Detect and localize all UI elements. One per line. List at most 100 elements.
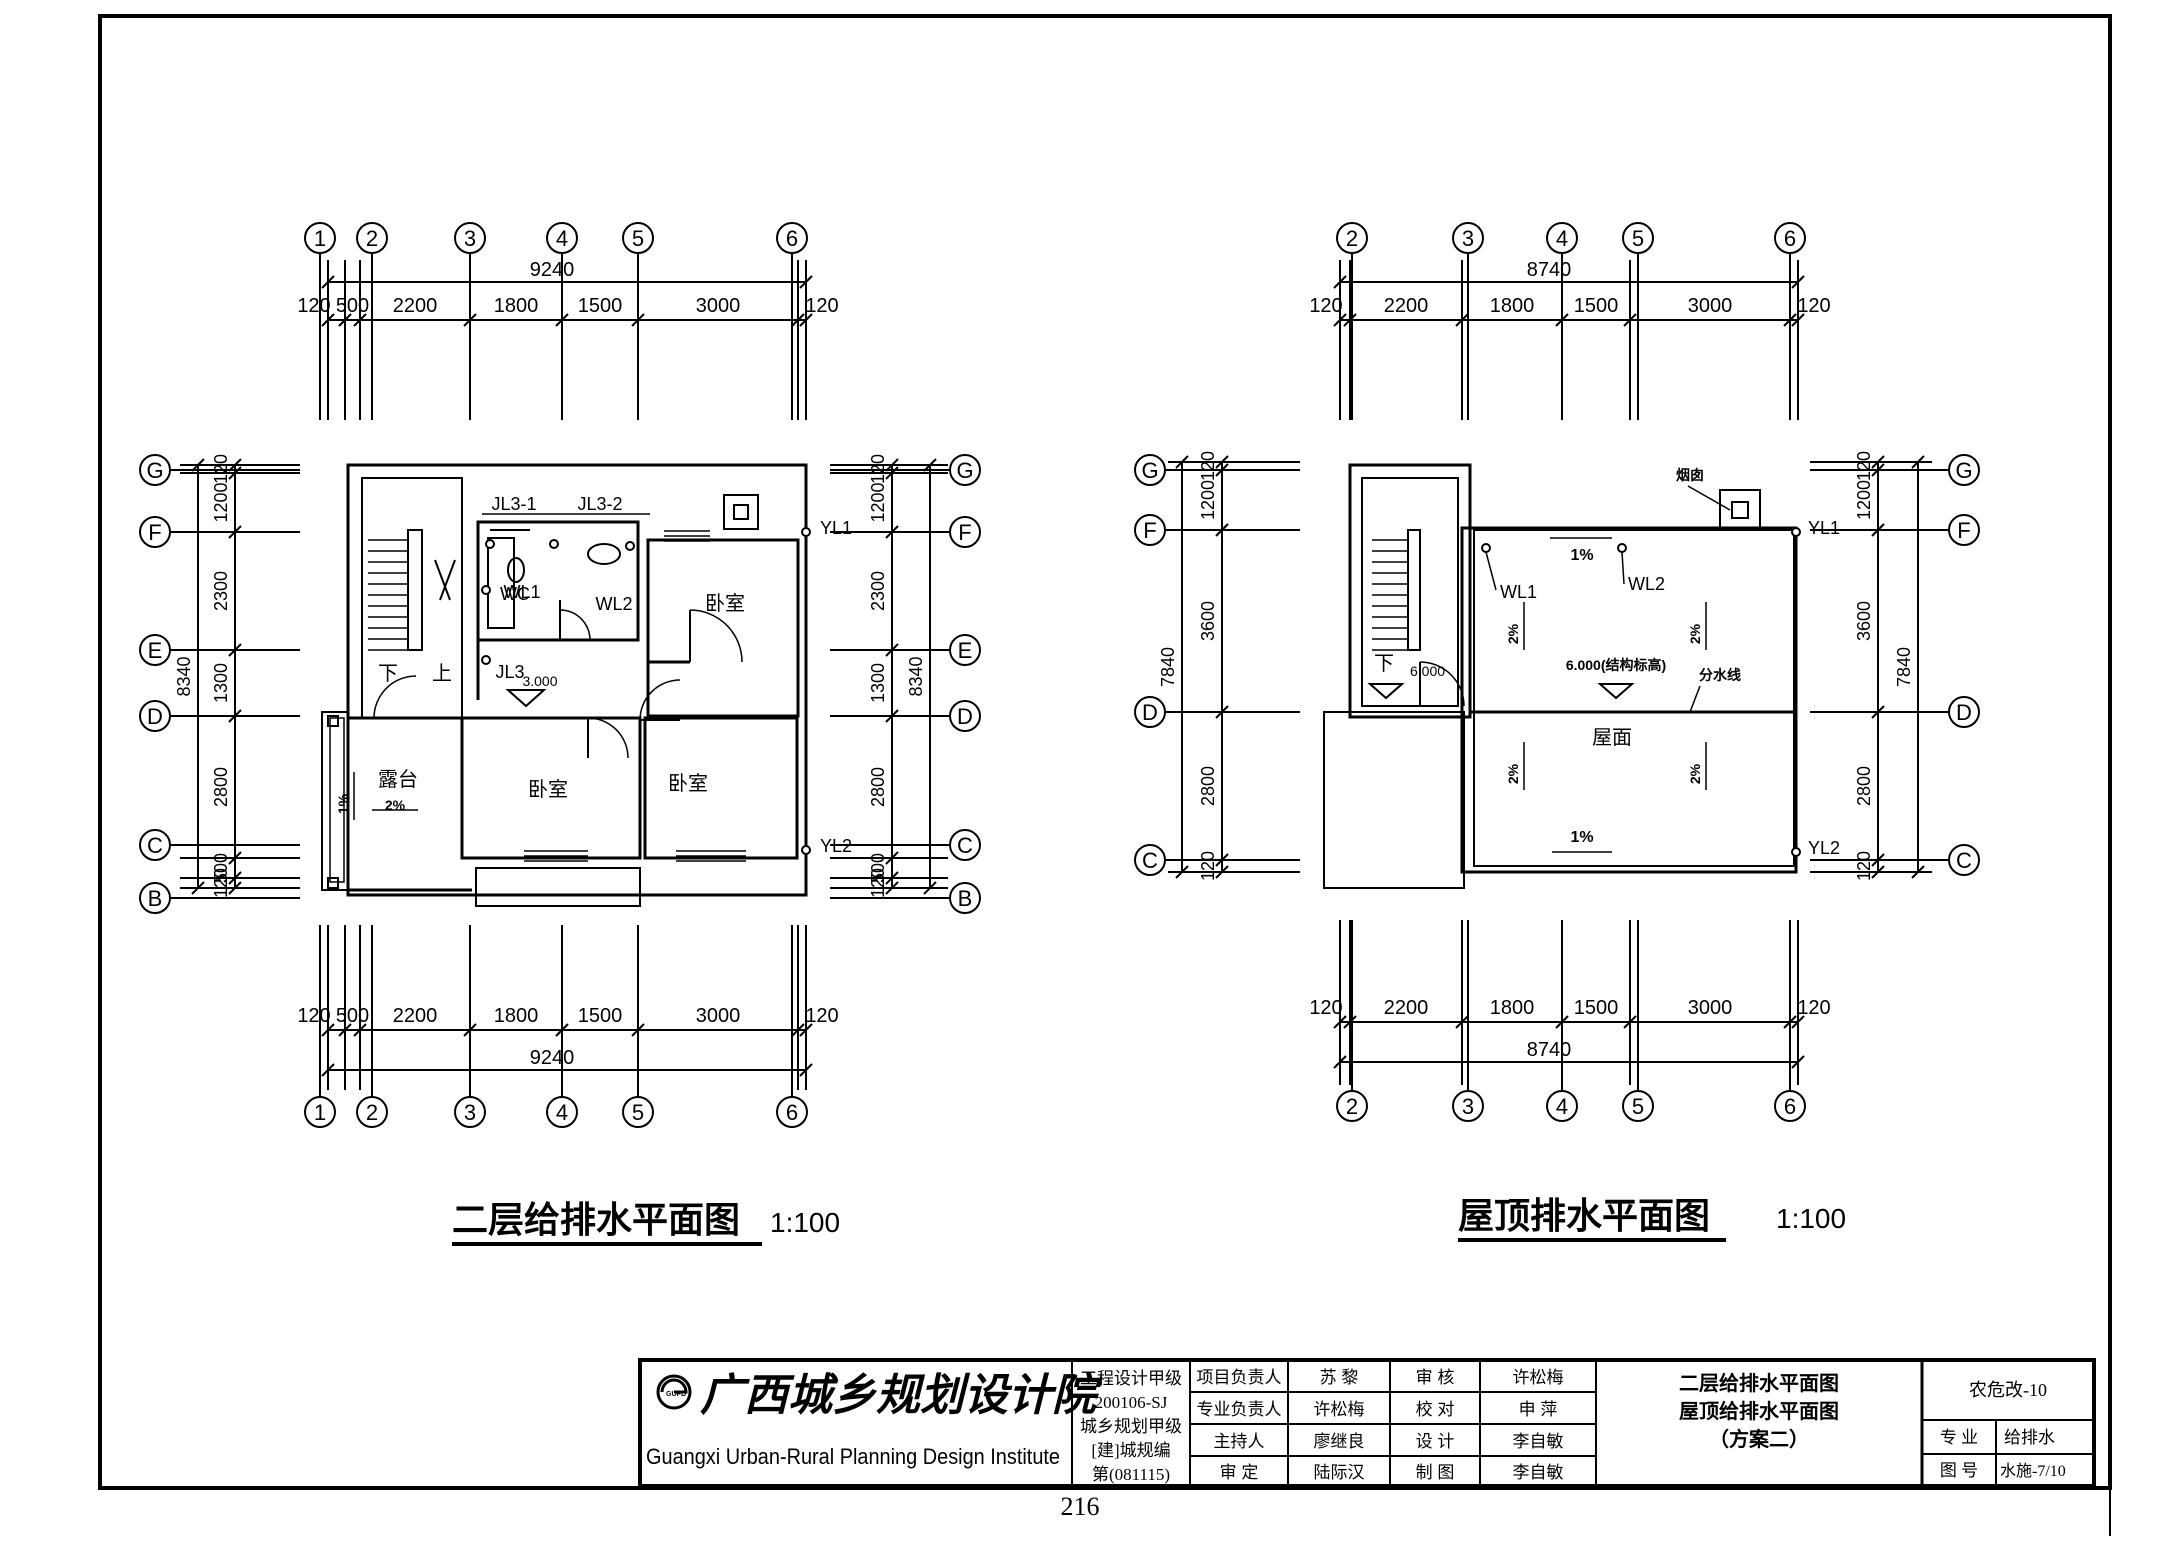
basin-icon xyxy=(587,543,621,565)
dimension-tick xyxy=(338,1023,352,1037)
wl1-pipe-icon xyxy=(481,585,491,595)
roof-slope-ne-label: 2% xyxy=(1687,623,1703,644)
svg-text:工程设计甲级: 工程设计甲级 xyxy=(1080,1369,1182,1388)
elevation-label: 3.000 xyxy=(522,673,557,689)
roof-slope-nw-label: 2% xyxy=(1505,623,1521,644)
terrace-slope: 2% xyxy=(385,797,406,813)
row-axis-G-left-label: G xyxy=(146,458,163,483)
pipe-jl3-1-label: JL3-1 xyxy=(491,494,536,514)
dimension-tick xyxy=(1333,313,1347,327)
row-dim-text: 500 xyxy=(868,853,888,883)
dimension-tick xyxy=(353,1023,367,1037)
wc-label: WC xyxy=(500,584,530,604)
dimension-tick xyxy=(1911,455,1925,469)
svg-text:许松梅: 许松梅 xyxy=(1513,1368,1564,1387)
room-bedroom-3: 卧室 xyxy=(668,772,708,795)
roof-wl2-label: WL2 xyxy=(1628,574,1665,594)
stair-tower-inner xyxy=(1361,477,1459,707)
dimension-tick xyxy=(1333,275,1347,289)
row-dim-text: 2800 xyxy=(1198,766,1218,806)
row-axis-F-left-label: F xyxy=(1143,518,1156,543)
signature-table: 项目负责人 苏 黎 审 核 许松梅 专业负责人 许松梅 校 对 申 萍 主持人 … xyxy=(1197,1368,1564,1482)
row-dim-text: 2800 xyxy=(211,767,231,807)
col-axis-5-bottom-label: 5 xyxy=(632,1100,644,1125)
svg-text:李自敏: 李自敏 xyxy=(1513,1463,1564,1482)
jl3-1-pipe-icon xyxy=(485,539,495,549)
col-axis-5-top-label: 5 xyxy=(1632,226,1644,251)
row-dim-text: 1300 xyxy=(868,663,888,703)
row-axis-G-left-label: G xyxy=(1141,458,1158,483)
lower-roof xyxy=(1323,711,1465,889)
yl2-pipe-icon xyxy=(801,845,811,855)
plan-title-right: 屋顶排水平面图 xyxy=(1458,1195,1710,1236)
stair-up-label: 上 xyxy=(432,662,452,685)
roof-stair-rail xyxy=(1407,529,1421,651)
col-dim-text: 1800 xyxy=(494,295,539,317)
col-dim-text: 1500 xyxy=(578,1005,623,1027)
roof-slope-se-label: 2% xyxy=(1687,763,1703,784)
col-axis-5-top-label: 5 xyxy=(632,226,644,251)
bedroom-ne xyxy=(646,538,800,718)
row-dim-text: 120 xyxy=(1854,851,1874,881)
stair-tower-wall xyxy=(1348,463,1472,719)
dimension-tick xyxy=(1791,313,1805,327)
dimension-tick xyxy=(1343,1015,1357,1029)
chimney-label: 烟囱 xyxy=(1676,467,1704,483)
row-total-text: 8340 xyxy=(174,656,194,696)
dimension-tick xyxy=(228,871,242,885)
outer-wall xyxy=(346,463,808,897)
row-dim-text: 2300 xyxy=(211,571,231,611)
row-axis-B-right-label: B xyxy=(958,886,973,911)
row-axis-F-right-label: F xyxy=(1957,518,1970,543)
number-value: 水施-7/10 xyxy=(2000,1462,2066,1480)
room-roof: 屋面 xyxy=(1592,727,1632,749)
row-axis-C-left-label: C xyxy=(1142,848,1158,873)
col-total-text: 8740 xyxy=(1527,259,1572,281)
col-dim-text: 120 xyxy=(805,1005,838,1027)
svg-text:第(081115): 第(081115) xyxy=(1092,1465,1170,1484)
col-dim-text: 1800 xyxy=(1490,295,1535,317)
toilet-icon xyxy=(507,557,525,583)
svg-text:李自敏: 李自敏 xyxy=(1513,1432,1564,1451)
dimension-tick xyxy=(338,313,352,327)
col-dim-text: 3000 xyxy=(1688,997,1733,1019)
row-axis-C-right-label: C xyxy=(1956,848,1972,873)
roof-wl2-pipe-icon xyxy=(1617,543,1627,553)
col-dim-text: 3000 xyxy=(696,295,741,317)
col-axis-5-bottom-label: 5 xyxy=(1632,1094,1644,1119)
wl2-leader xyxy=(1621,551,1625,585)
svg-text:许松梅: 许松梅 xyxy=(1314,1400,1365,1419)
dimension-tick xyxy=(1333,1015,1347,1029)
dimension-tick xyxy=(321,275,335,289)
row-dim-text: 2300 xyxy=(868,571,888,611)
pipe-wl1-label: WL1 xyxy=(503,582,540,602)
chimney-flue xyxy=(733,504,749,520)
sheet-border xyxy=(98,14,2112,1490)
institute-name-cn: 广西城乡规划设计院 xyxy=(700,1371,1103,1420)
col-total-text: 8740 xyxy=(1527,1039,1572,1061)
elevation-marker-icon xyxy=(505,689,547,708)
dimension-tick xyxy=(321,1023,335,1037)
pipe-jl3-label: JL3 xyxy=(495,662,524,682)
dimension-tick xyxy=(1175,865,1189,879)
row-dim-text: 120 xyxy=(1198,451,1218,481)
chimney-leader xyxy=(1687,485,1731,511)
plan-title-left: 二层给排水平面图 xyxy=(452,1199,740,1240)
logo-text: GUPD xyxy=(666,1391,686,1398)
roof-yl1-pipe-icon xyxy=(1791,527,1801,537)
dimension-tick xyxy=(1215,455,1229,469)
row-dim-text: 120 xyxy=(1854,451,1874,481)
row-axis-E-right-label: E xyxy=(958,638,973,663)
roof-wl1-pipe-icon xyxy=(1481,543,1491,553)
bedroom-2-door-a-swing xyxy=(373,675,417,719)
row-total-text: 8340 xyxy=(906,656,926,696)
dimension-tick xyxy=(1623,1015,1637,1029)
dimension-tick xyxy=(885,851,899,865)
row-axis-C-left-label: C xyxy=(147,833,163,858)
svg-text:设 计: 设 计 xyxy=(1416,1432,1455,1451)
toilet-stall xyxy=(487,537,515,629)
bedroom-se xyxy=(643,716,799,860)
dimension-tick xyxy=(1175,455,1189,469)
